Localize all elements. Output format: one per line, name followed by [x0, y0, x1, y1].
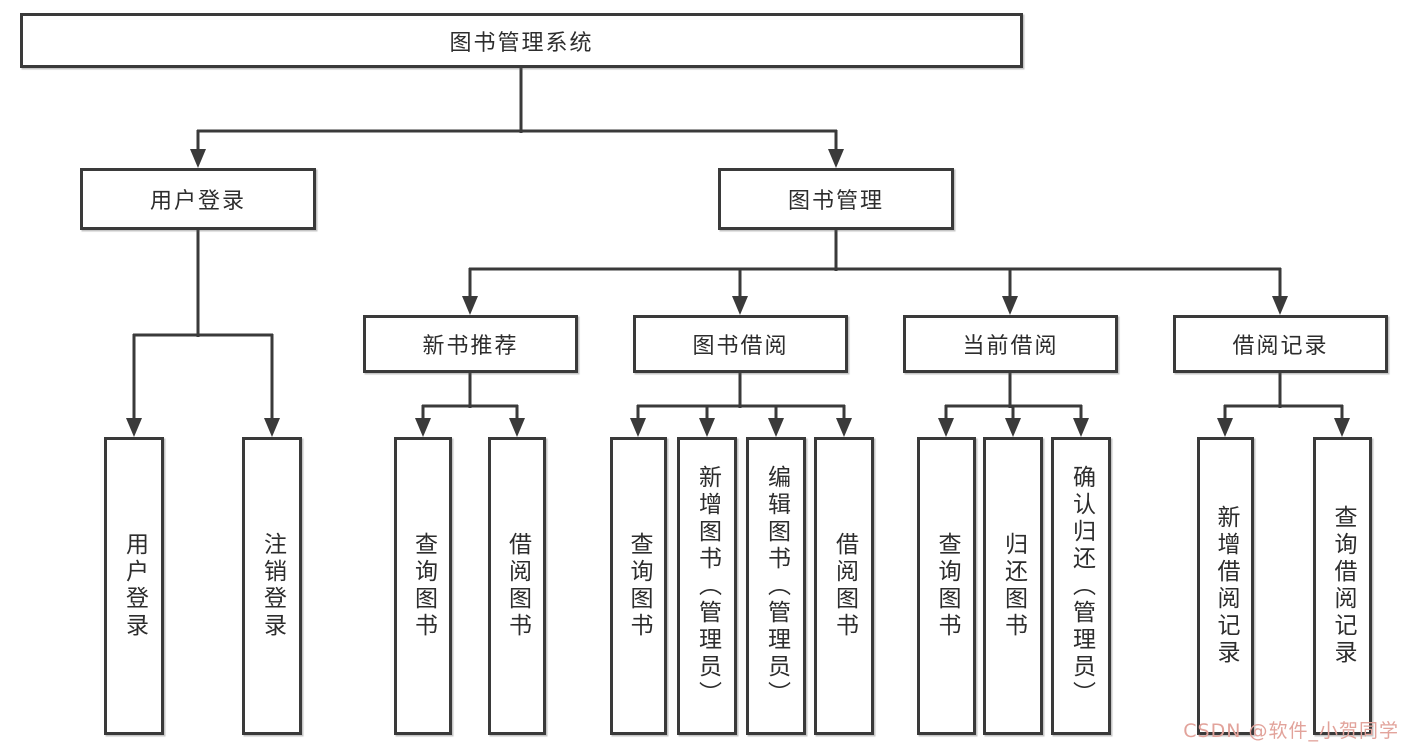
- leaf-recommend-query-books: 查询图书: [394, 437, 452, 735]
- leaf-label: 查询图书: [934, 532, 960, 640]
- arrow-down: [1005, 418, 1021, 437]
- node-label: 图书管理: [787, 189, 884, 214]
- leaf-label: 借阅图书: [831, 532, 858, 640]
- leaf-label: 注销登录: [259, 532, 286, 640]
- leaf-label: 借阅图书: [504, 532, 531, 640]
- arrow-down: [1073, 418, 1089, 437]
- leaf-label: 新增图书（管理员）: [694, 464, 721, 708]
- leaf-logout: 注销登录: [242, 437, 302, 735]
- leaf-recommend-borrow-books: 借阅图书: [488, 437, 546, 735]
- node-book-management: 图书管理: [718, 168, 954, 230]
- arrow-down: [190, 149, 206, 168]
- arrow-down: [630, 418, 646, 437]
- leaf-borrowing-add-books: 新增图书（管理员）: [677, 437, 737, 735]
- node-label: 图书管理系统: [449, 30, 594, 56]
- arrow-down: [836, 418, 852, 437]
- node-label: 用户登录: [149, 189, 246, 214]
- arrow-down: [1002, 296, 1018, 315]
- arrow-down: [699, 418, 715, 437]
- leaf-borrowing-query-books: 查询图书: [610, 437, 667, 735]
- leaf-label: 编辑图书（管理员）: [763, 464, 790, 708]
- arrow-down: [415, 418, 431, 437]
- arrow-down: [1217, 418, 1233, 437]
- node-new-book-recommend: 新书推荐: [363, 315, 578, 373]
- node-current-borrowing: 当前借阅: [903, 315, 1118, 373]
- leaf-label: 新增借阅记录: [1213, 505, 1239, 667]
- node-library-system: 图书管理系统: [20, 13, 1023, 68]
- node-label: 图书借阅: [692, 334, 789, 359]
- node-borrowing-records: 借阅记录: [1173, 315, 1388, 373]
- leaf-records-add-record: 新增借阅记录: [1197, 437, 1254, 735]
- node-label: 当前借阅: [962, 334, 1059, 359]
- arrow-down: [462, 296, 478, 315]
- leaf-user-login: 用户登录: [104, 437, 164, 735]
- node-label: 新书推荐: [422, 334, 519, 359]
- leaf-borrowing-edit-books: 编辑图书（管理员）: [746, 437, 806, 735]
- leaf-records-query-record: 查询借阅记录: [1313, 437, 1372, 735]
- node-label: 借阅记录: [1232, 334, 1329, 359]
- leaf-label: 查询借阅记录: [1330, 505, 1356, 667]
- leaf-borrowing-borrow-books: 借阅图书: [814, 437, 874, 735]
- arrow-down: [1272, 296, 1288, 315]
- arrow-down: [509, 418, 525, 437]
- arrow-down: [828, 149, 844, 168]
- leaf-label: 归还图书: [1000, 532, 1027, 640]
- arrow-down: [938, 418, 954, 437]
- csdn-watermark: CSDN @软件_小贺同学: [1183, 720, 1399, 742]
- leaf-current-confirm-return: 确认归还（管理员）: [1051, 437, 1111, 735]
- arrow-down: [264, 418, 280, 437]
- node-book-borrowing: 图书借阅: [633, 315, 848, 373]
- leaf-current-return-books: 归还图书: [983, 437, 1043, 735]
- leaf-label: 用户登录: [121, 532, 148, 640]
- leaf-label: 查询图书: [626, 532, 652, 640]
- arrow-down: [1334, 418, 1350, 437]
- leaf-label: 查询图书: [410, 532, 437, 640]
- node-user-login: 用户登录: [80, 168, 316, 230]
- leaf-label: 确认归还（管理员）: [1068, 464, 1095, 708]
- leaf-current-query-books: 查询图书: [917, 437, 976, 735]
- arrow-down: [732, 296, 748, 315]
- arrow-down: [768, 418, 784, 437]
- arrow-down: [126, 418, 142, 437]
